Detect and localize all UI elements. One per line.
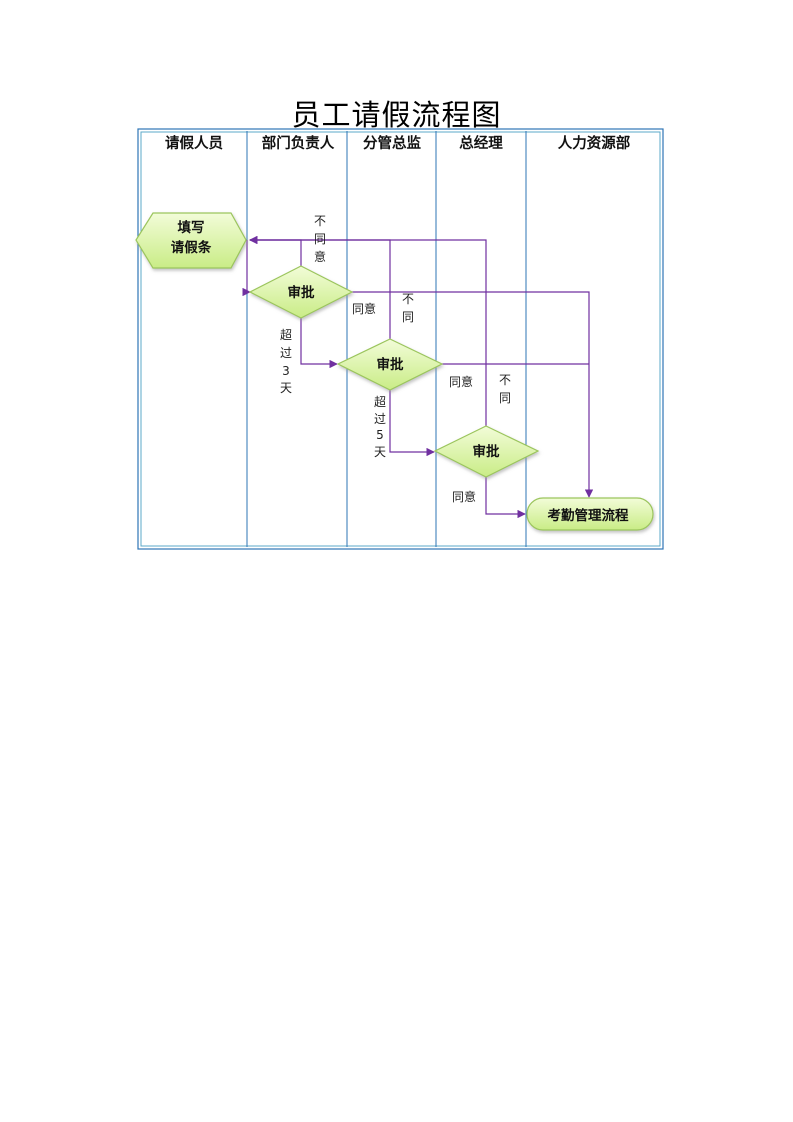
svg-text:过: 过: [374, 412, 386, 426]
edge-director-over5: [389, 390, 435, 457]
edge-gm-agree: [485, 477, 526, 519]
lane-header-director: 分管总监: [363, 134, 421, 152]
svg-text:天: 天: [374, 445, 386, 459]
edge-gm-reject: [249, 235, 487, 426]
edge-dept-agree: [352, 291, 594, 498]
edge-label-director-agree: 同意: [352, 301, 376, 316]
svg-text:天: 天: [280, 381, 292, 395]
svg-text:同: 同: [402, 310, 414, 324]
svg-text:不: 不: [402, 292, 414, 306]
edge-label-dept-reject: 不 同 意: [314, 214, 326, 264]
svg-text:5: 5: [376, 428, 384, 442]
svg-text:过: 过: [280, 346, 292, 360]
node-fill-leave-form[interactable]: 填写 请假条: [135, 212, 247, 269]
edge-label-gm-agree-upper: 同意: [449, 374, 473, 389]
node-fill-form-line2: 请假条: [171, 239, 212, 256]
svg-text:同: 同: [499, 391, 511, 405]
node-dept-approval[interactable]: 审批: [248, 265, 354, 319]
lane-header-applicant: 请假人员: [165, 134, 223, 152]
node-dept-approval-label: 审批: [288, 284, 315, 301]
edge-label-director-over5: 超 过 5 天: [374, 394, 386, 459]
node-attendance-process[interactable]: 考勤管理流程: [526, 497, 654, 531]
connectors: [242, 235, 594, 519]
node-director-approval[interactable]: 审批: [336, 338, 444, 391]
node-attendance-label: 考勤管理流程: [548, 507, 629, 524]
svg-text:不: 不: [314, 214, 326, 228]
edge-label-director-reject: 不 同: [402, 292, 414, 324]
svg-text:不: 不: [499, 373, 511, 387]
edge-submit: [242, 240, 251, 297]
node-director-approval-label: 审批: [377, 356, 404, 373]
node-gm-approval[interactable]: 审批: [433, 425, 540, 478]
svg-text:超: 超: [280, 327, 292, 342]
svg-text:超: 超: [374, 394, 386, 409]
lane-header-dept-head: 部门负责人: [262, 134, 335, 152]
edge-label-gm-agree: 同意: [452, 489, 476, 504]
page-title: 员工请假流程图: [291, 98, 502, 132]
edge-label-dept-over3: 超 过 3 天: [280, 327, 292, 395]
node-gm-approval-label: 审批: [473, 443, 500, 460]
swimlane-frame: [137, 128, 664, 550]
node-fill-form-line1: 填写: [178, 219, 205, 236]
edge-dept-over3: [300, 318, 338, 369]
lane-header-hr: 人力资源部: [558, 134, 631, 152]
edge-dept-reject: [249, 235, 302, 266]
svg-text:3: 3: [282, 364, 290, 378]
lane-header-gm: 总经理: [459, 134, 503, 152]
svg-text:同: 同: [314, 232, 326, 246]
svg-text:意: 意: [314, 249, 326, 264]
edge-label-gm-reject: 不 同: [499, 373, 511, 405]
